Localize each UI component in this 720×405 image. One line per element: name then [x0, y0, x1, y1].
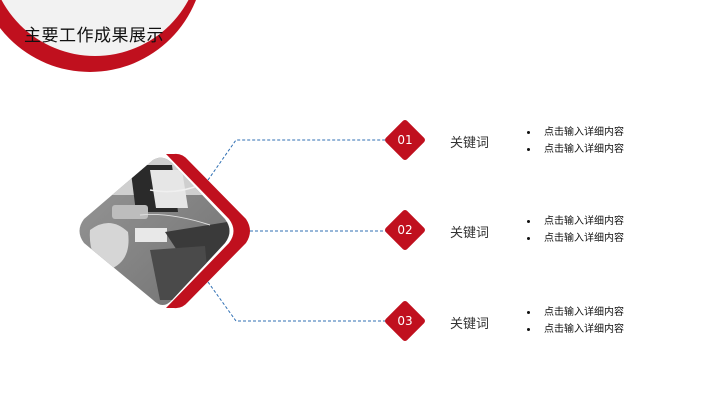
- keyword-1: 关键词: [450, 136, 490, 151]
- bullet-item: 点击输入详细内容: [527, 230, 624, 247]
- bullet-list-2: 点击输入详细内容 点击输入详细内容: [527, 213, 624, 247]
- bullet-item: 点击输入详细内容: [527, 124, 624, 141]
- badge-number-1: 01: [397, 133, 413, 147]
- bullet-item: 点击输入详细内容: [527, 141, 624, 158]
- corner-grey-disc: [1, 0, 189, 56]
- badge-number-3: 03: [397, 314, 413, 328]
- bullet-list-1: 点击输入详细内容 点击输入详细内容: [527, 124, 624, 158]
- keyword-2: 关键词: [450, 226, 490, 241]
- badge-number-2: 02: [397, 223, 413, 237]
- bullet-item: 点击输入详细内容: [527, 304, 624, 321]
- bullet-list-3: 点击输入详细内容 点击输入详细内容: [527, 304, 624, 338]
- office-photo: [79, 157, 230, 305]
- connector-line-3: [207, 281, 388, 322]
- keyword-3: 关键词: [450, 317, 490, 332]
- bullet-item: 点击输入详细内容: [527, 321, 624, 338]
- photo-red-frame: [166, 153, 250, 309]
- page-title: 主要工作成果展示: [24, 26, 164, 46]
- bullet-item: 点击输入详细内容: [527, 213, 624, 230]
- connector-line-1: [207, 139, 388, 181]
